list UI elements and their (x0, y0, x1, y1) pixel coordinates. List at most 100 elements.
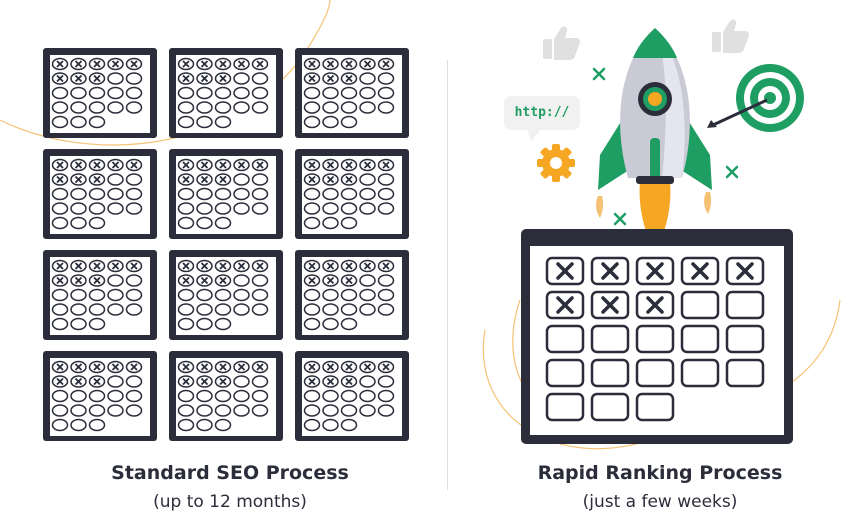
calendar-day (359, 274, 376, 287)
check-mark (111, 161, 120, 169)
small-calendar (169, 149, 283, 239)
rapid-process-title: Rapid Ranking Process (537, 462, 783, 484)
small-calendar (295, 250, 409, 340)
calendar-day (107, 375, 124, 388)
calendar-day (70, 389, 87, 403)
calendar-day (125, 101, 143, 114)
calendar-day (214, 187, 232, 201)
calendar-day (214, 404, 232, 417)
calendar-day (51, 404, 69, 417)
calendar-day (196, 187, 213, 201)
small-calendar (43, 48, 157, 138)
calendar-day (51, 202, 69, 215)
check-mark (200, 276, 209, 285)
check-mark (182, 377, 190, 386)
calendar-day (340, 288, 358, 302)
calendar-day (359, 404, 376, 417)
calendar-day (303, 115, 321, 129)
calendar-day (107, 86, 124, 100)
calendar-day (340, 303, 358, 316)
check-mark (308, 74, 316, 83)
calendar-day (590, 358, 630, 388)
check-mark (56, 175, 64, 184)
check-mark (308, 262, 316, 270)
calendar-day (177, 202, 195, 215)
check-mark (326, 363, 335, 371)
calendar-day (51, 418, 69, 432)
standard-process-caption: Standard SEO Process (up to 12 months) (70, 462, 390, 512)
calendar-day (88, 404, 106, 417)
calendar-day (51, 101, 69, 114)
calendar-day (545, 324, 585, 354)
calendar-day (359, 389, 376, 403)
calendar-day (125, 202, 143, 215)
calendar-day (377, 274, 395, 287)
calendar-day (125, 86, 143, 100)
check-mark (93, 60, 101, 68)
check-mark (200, 161, 209, 169)
calendar-day (51, 389, 69, 403)
check-mark (363, 262, 372, 270)
calendar-day (88, 288, 106, 302)
check-mark (219, 74, 227, 83)
check-mark (200, 262, 209, 270)
calendar-day (107, 389, 124, 403)
calendar-day (70, 317, 87, 331)
check-mark (556, 262, 574, 280)
calendar-day (125, 274, 143, 287)
check-mark (111, 363, 120, 371)
check-mark (256, 262, 264, 270)
calendar-day (51, 288, 69, 302)
calendar-day (107, 187, 124, 201)
calendar-day (322, 418, 339, 432)
check-mark (74, 175, 83, 184)
calendar-day (303, 303, 321, 316)
check-mark (74, 161, 83, 169)
rocket-icon (596, 28, 712, 250)
big-calendar (521, 229, 793, 444)
check-mark (56, 74, 64, 83)
calendar-day (545, 392, 585, 422)
check-mark (56, 60, 64, 68)
calendar-day (377, 288, 395, 302)
check-mark (326, 60, 335, 68)
sparkle-icon (592, 67, 739, 226)
check-mark (93, 363, 101, 371)
check-mark (111, 60, 120, 68)
calendar-day (196, 389, 213, 403)
check-mark (56, 262, 64, 270)
calendar-day (177, 86, 195, 100)
check-mark (308, 377, 316, 386)
check-mark (363, 363, 372, 371)
calendar-day (107, 288, 124, 302)
check-mark (363, 60, 372, 68)
check-mark (382, 262, 390, 270)
calendar-day (214, 101, 232, 114)
calendar-day (125, 173, 143, 186)
check-mark (326, 74, 335, 83)
calendar-day (377, 187, 395, 201)
calendar-day (377, 303, 395, 316)
calendar-day (70, 187, 87, 201)
calendar-day (233, 303, 250, 316)
calendar-day (322, 115, 339, 129)
calendar-day (322, 101, 339, 114)
check-mark (200, 74, 209, 83)
calendar-day (177, 303, 195, 316)
calendar-day (322, 216, 339, 230)
check-mark (601, 296, 619, 314)
small-calendar (295, 149, 409, 239)
check-mark (601, 262, 619, 280)
check-mark (182, 175, 190, 184)
check-mark (56, 363, 64, 371)
calendar-day (322, 303, 339, 316)
calendar-day (340, 389, 358, 403)
calendar-day (70, 404, 87, 417)
check-mark (237, 363, 246, 371)
calendar-day (233, 202, 250, 215)
small-calendar-grid (43, 48, 409, 441)
check-mark (308, 161, 316, 169)
calendar-day (233, 375, 250, 388)
check-mark (74, 363, 83, 371)
